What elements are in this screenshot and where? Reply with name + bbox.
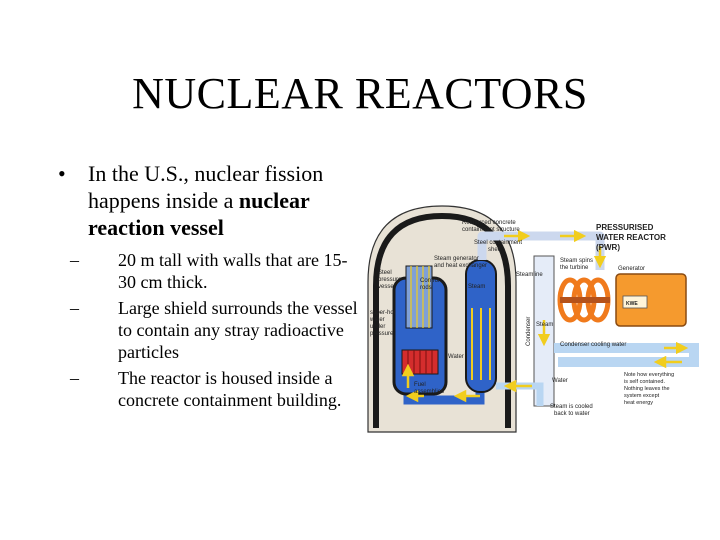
label-condenser-cooling: Condenser cooling water [560, 342, 626, 348]
label-fuel-2: assemblies [414, 389, 444, 395]
bullet-item: • In the U.S., nuclear fission happens i… [58, 160, 358, 241]
subbullet-marker: – [70, 298, 79, 318]
label-steam-cooled-2: back to water [554, 411, 590, 417]
label-superhot-3: under [370, 324, 385, 330]
control-rods [405, 265, 433, 329]
label-steel-vessel-2: pressure [378, 277, 402, 283]
label-steamline: Steamline [516, 272, 543, 278]
label-note-4: system except [624, 393, 660, 399]
label-water-inner: Water [448, 354, 464, 360]
diagram-title-line1: PRESSURISED [596, 223, 654, 232]
label-steam-spins-2: the turbine [560, 265, 589, 271]
flow-arrows [401, 229, 689, 403]
generator [615, 273, 687, 327]
heat-exchanger-tubes [471, 308, 491, 380]
subbullet-text: 20 m tall with walls that are 15-30 cm t… [118, 250, 348, 292]
label-steam-generator-2: and heat exchanger [434, 263, 487, 269]
label-note-3: Nothing leaves the [624, 386, 670, 392]
label-note-2: is self contained. [624, 379, 665, 385]
label-steel-containment-2: shell [488, 247, 500, 253]
condenser-cooling-loop [554, 343, 699, 367]
label-steel-vessel: Steel [378, 270, 392, 276]
label-steam-spins: Steam spins [560, 258, 593, 264]
diagram-title-line3: (PWR) [596, 243, 620, 252]
label-kwe: KWE [626, 301, 638, 307]
subbullet-text: The reactor is housed inside a concrete … [118, 368, 342, 410]
subbullet-marker: – [70, 250, 79, 270]
label-reinforced-concrete: Reinforced concrete [462, 220, 516, 226]
label-steam-cooled: Steam is cooled [550, 404, 593, 410]
pwr-reactor-diagram: PRESSURISED WATER REACTOR (PWR) Reinforc… [367, 205, 699, 433]
turbine [557, 277, 611, 323]
diagram-title-line2: WATER REACTOR [596, 233, 666, 242]
label-generator: Generator [618, 266, 645, 272]
label-note-5: heat energy [624, 400, 653, 406]
label-superhot-2: water [369, 317, 385, 323]
label-reinforced-concrete-2: containment structure [462, 227, 520, 233]
label-fuel: Fuel [414, 382, 426, 388]
label-water-bottom: Water [552, 378, 568, 384]
subbullet-text: Large shield surrounds the vessel to con… [118, 298, 358, 362]
bullet-text: In the U.S., nuclear fission happens ins… [88, 161, 324, 213]
bullet-bold-text: nuclear reaction vessel [88, 188, 310, 240]
subbullet-item: – 20 m tall with walls that are 15-30 cm… [58, 249, 358, 293]
label-superhot: super-hot [370, 310, 396, 316]
label-steel-vessel-3: vessel [378, 284, 395, 290]
label-steam-right: Steam [536, 322, 553, 328]
generator-badge [622, 295, 648, 309]
label-steel-containment: Steel containment [474, 240, 522, 246]
label-steam-top: Steam [468, 284, 485, 290]
label-note: Note how everything [624, 372, 674, 378]
label-steam-generator: Steam generator [434, 256, 479, 262]
label-condenser: Condenser [526, 317, 532, 346]
bullet-list: • In the U.S., nuclear fission happens i… [58, 160, 358, 411]
subbullet-marker: – [70, 368, 79, 388]
steel-containment-shell [373, 212, 511, 428]
slide-title: NUCLEAR REACTORS [132, 69, 588, 118]
subbullet-item: – Large shield surrounds the vessel to c… [58, 297, 358, 363]
bullet-marker: • [58, 161, 66, 186]
label-superhot-4: pressure [370, 331, 394, 337]
label-control-rods-2: rods [420, 285, 432, 291]
label-control-rods: Control [420, 278, 439, 284]
subbullet-item: – The reactor is housed inside a concret… [58, 367, 358, 411]
